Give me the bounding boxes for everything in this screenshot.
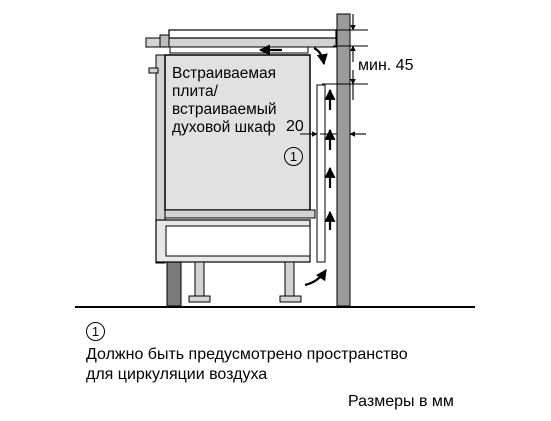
curved-arrow-icon: [304, 47, 328, 287]
legend-marker: 1: [86, 322, 105, 341]
dimension-side-label: 20: [286, 118, 304, 135]
appliance-label-line: духовой шкаф: [172, 119, 276, 136]
appliance-label-line: встраиваемый: [172, 101, 277, 118]
units-note: Размеры в мм: [348, 393, 454, 410]
appliance-body: [164, 54, 311, 211]
legend-text-line2: для циркуляции воздуха: [86, 366, 268, 383]
appliance-label-line: Встраиваемая: [172, 65, 277, 82]
callout-marker: 1: [284, 147, 303, 166]
cabinet-handle: [148, 67, 159, 74]
countertop: [145, 37, 337, 48]
hob-body: [169, 46, 309, 54]
hob-edge: [159, 34, 170, 48]
airflow-arrow-icon: [258, 44, 336, 230]
appliance-label-line: плита/: [172, 83, 218, 100]
cabinet-feet: [188, 261, 302, 303]
hob-top: [168, 29, 337, 39]
wall: [336, 13, 351, 307]
dimension-arrow-icon: [300, 14, 368, 137]
appliance-label: Встраиваемая плита/ встраиваемый духовой…: [172, 65, 277, 137]
cabinet-shelf: [164, 209, 316, 219]
drawer-inner: [165, 225, 311, 257]
dimension-top-label: мин. 45: [358, 57, 414, 74]
cabinet-rear-panel: [316, 84, 326, 263]
legend-text-line1: Должно быть предусмотрено пространство: [86, 346, 408, 363]
cabinet-side-panel: [166, 261, 182, 307]
